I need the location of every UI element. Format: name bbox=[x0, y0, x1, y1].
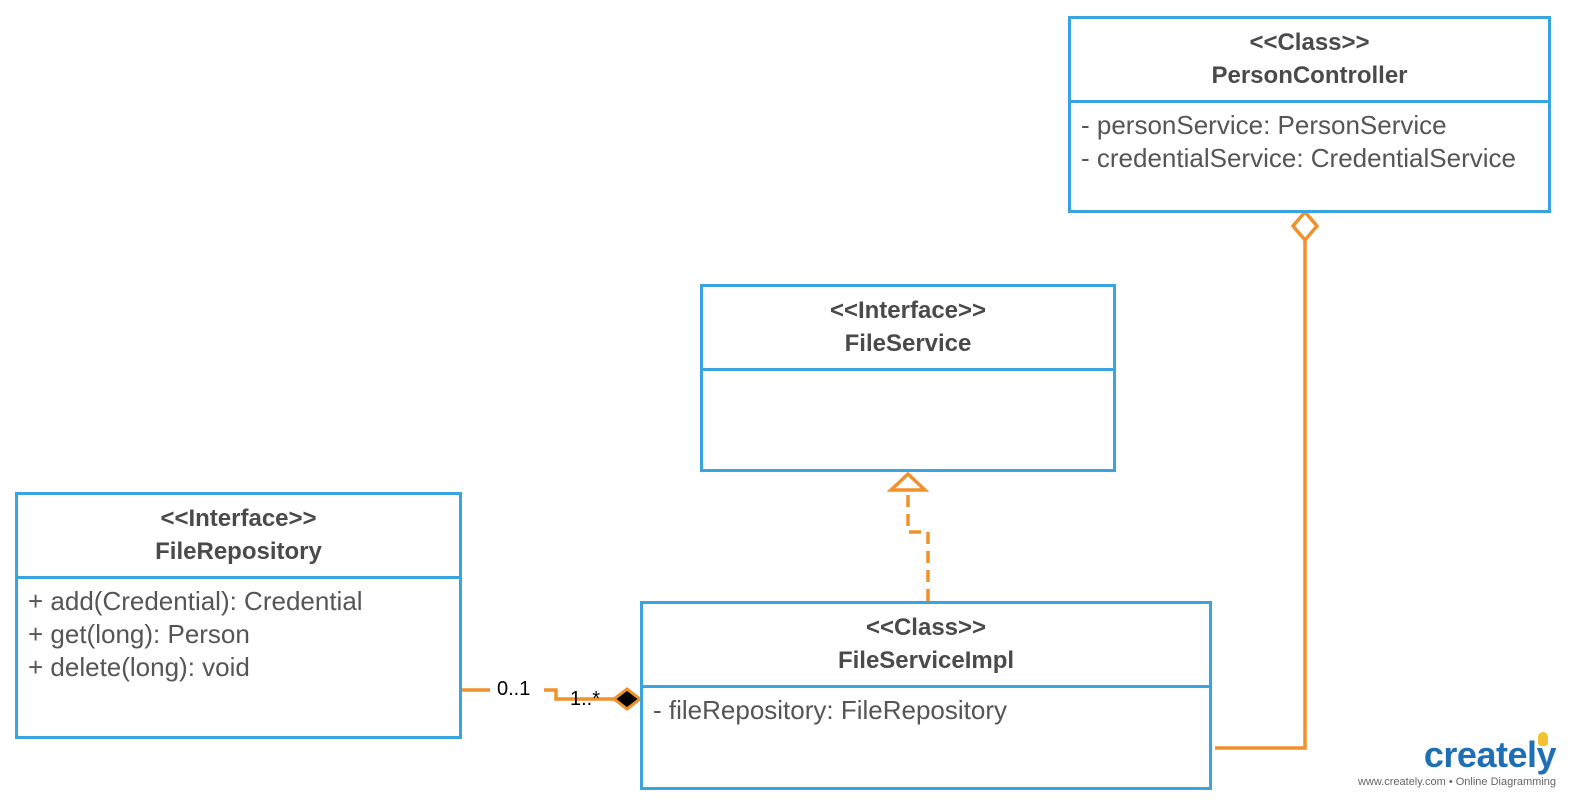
aggregation-line bbox=[1215, 238, 1307, 750]
class-member: - fileRepository: FileRepository bbox=[653, 695, 1008, 725]
multiplicity-target-label: 1..* bbox=[570, 688, 601, 710]
class-member: + get(long): Person bbox=[28, 619, 250, 649]
class-stereotype: <<Interface>> bbox=[829, 297, 987, 324]
class-stereotype: <<Class>> bbox=[1249, 29, 1370, 56]
class-members: + add(Credential): Credential + get(long… bbox=[18, 579, 459, 736]
class-member: + add(Credential): Credential bbox=[28, 586, 363, 616]
class-header: <<Class>> PersonController bbox=[1071, 19, 1548, 103]
class-header: <<Interface>> FileRepository bbox=[18, 495, 459, 579]
creately-branding: creately www.creately.com • Online Diagr… bbox=[1357, 734, 1557, 789]
class-header: <<Interface>> FileService bbox=[703, 287, 1113, 371]
class-file-service-impl[interactable]: <<Class>> FileServiceImpl - fileReposito… bbox=[640, 601, 1212, 790]
class-name: PersonController bbox=[1211, 62, 1408, 89]
composition-line-right bbox=[544, 688, 614, 701]
lightbulb-icon bbox=[1538, 732, 1548, 746]
realization-triangle-icon bbox=[886, 471, 930, 492]
class-header: <<Class>> FileServiceImpl bbox=[643, 604, 1209, 688]
class-person-controller[interactable]: <<Class>> PersonController - personServi… bbox=[1068, 16, 1551, 213]
class-file-repository[interactable]: <<Interface>> FileRepository + add(Crede… bbox=[15, 492, 462, 739]
class-name: FileRepository bbox=[155, 538, 322, 565]
class-name: FileService bbox=[844, 330, 972, 357]
class-stereotype: <<Interface>> bbox=[160, 505, 317, 532]
class-members: - fileRepository: FileRepository bbox=[643, 688, 1209, 787]
class-name: FileServiceImpl bbox=[837, 647, 1015, 674]
composition-diamond-icon bbox=[611, 687, 643, 711]
class-member: + delete(long): void bbox=[28, 652, 250, 682]
class-member: - credentialService: CredentialService bbox=[1081, 143, 1516, 173]
class-members: - personService: PersonService - credent… bbox=[1071, 103, 1548, 210]
class-members bbox=[703, 371, 1113, 469]
class-member: - personService: PersonService bbox=[1081, 110, 1447, 140]
multiplicity-source-label: 0..1 bbox=[497, 678, 531, 700]
class-file-service[interactable]: <<Interface>> FileService bbox=[700, 284, 1116, 472]
creately-logo: creately bbox=[1423, 734, 1557, 775]
aggregation-diamond-icon bbox=[1290, 209, 1320, 243]
creately-tagline: www.creately.com • Online Diagramming bbox=[1357, 776, 1556, 788]
class-stereotype: <<Class>> bbox=[865, 614, 987, 641]
realization-line bbox=[906, 490, 930, 601]
